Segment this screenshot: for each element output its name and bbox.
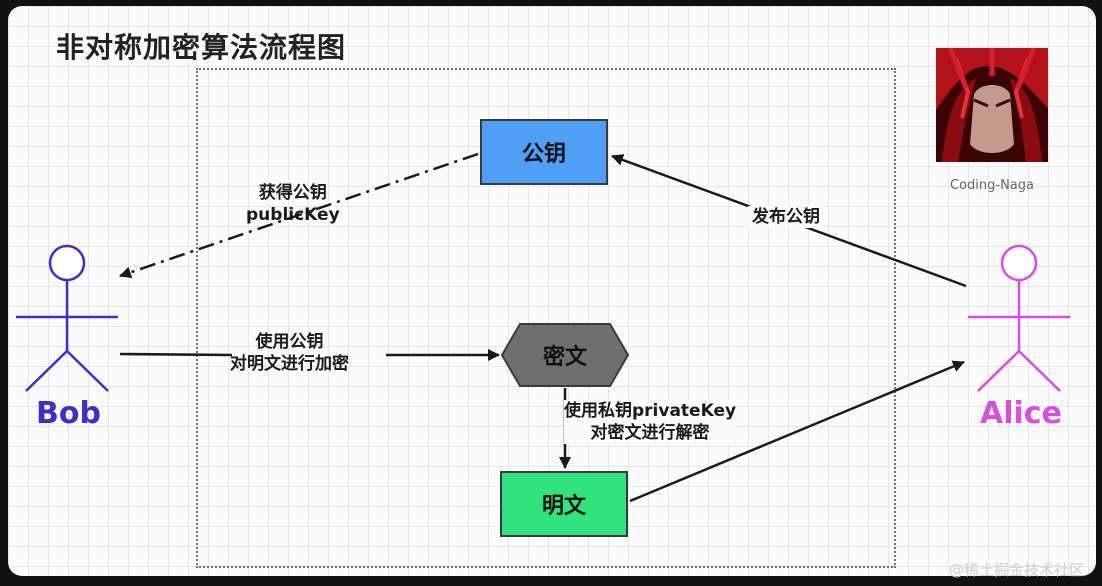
decrypt-label-line2: 对密文进行解密 [590, 423, 710, 443]
encrypt-label-line2: 对明文进行加密 [230, 354, 349, 374]
ciphertext-node [500, 323, 630, 387]
watermark: @稀土掘金技术社区 [948, 561, 1084, 579]
avatar-caption: Coding-Naga [950, 178, 1034, 193]
alice-name: Alice [980, 396, 1062, 431]
encrypt-arrow-tail [119, 352, 233, 357]
bob-figure [16, 244, 118, 392]
encrypt-label-line1: 使用公钥 [255, 332, 324, 352]
public-key-node: 公钥 [480, 119, 608, 185]
bob-name: Bob [36, 396, 101, 431]
anime-character-portrait-icon [936, 48, 1048, 162]
get-public-key-label: 获得公钥 publicKey [246, 182, 340, 226]
encrypt-label: 使用公钥 对明文进行加密 [230, 331, 349, 375]
get-public-key-label-line2: publicKey [246, 205, 340, 225]
ciphertext-label: 密文 [542, 345, 587, 370]
publish-public-key-label: 发布公钥 [748, 206, 824, 228]
get-public-key-arrow [119, 152, 479, 279]
decrypt-label: 使用私钥privateKey 对密文进行解密 [564, 400, 737, 444]
decrypt-label-line1: 使用私钥privateKey [564, 401, 737, 421]
system-boundary [196, 68, 896, 568]
get-public-key-label-line1: 获得公钥 [258, 183, 327, 203]
deliver-plaintext-arrow [629, 360, 965, 503]
diagram-board: 非对称加密算法流程图 [8, 6, 1096, 576]
plaintext-node: 明文 [500, 471, 628, 537]
diagram-title: 非对称加密算法流程图 [56, 31, 347, 64]
alice-figure [968, 244, 1070, 392]
publish-public-key-label-text: 发布公钥 [752, 207, 820, 227]
